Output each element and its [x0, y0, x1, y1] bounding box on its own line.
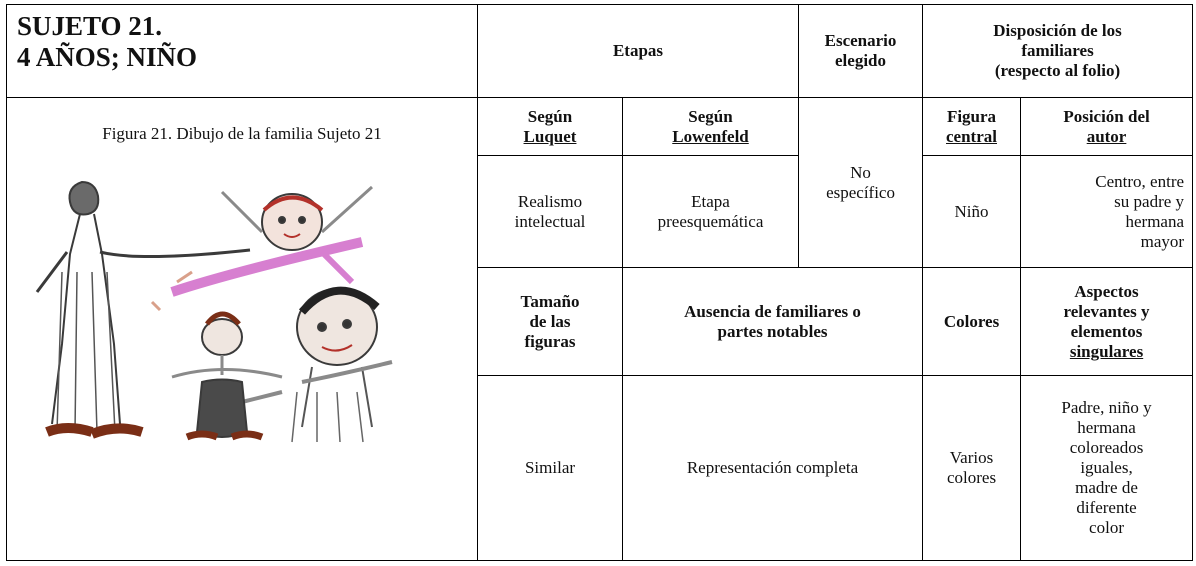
family-drawing — [22, 152, 462, 462]
colores-header: Colores — [922, 267, 1022, 376]
figure-caption: Figura 21. Dibujo de la familia Sujeto 2… — [102, 124, 382, 143]
lowenfeld-value: Etapa preesquemática — [621, 155, 800, 268]
father-figure — [35, 180, 251, 439]
header-row: SUJETO 21. 4 AÑOS; NIÑO Etapas Escenario… — [6, 4, 1194, 98]
luquet-value: Realismo intelectual — [477, 155, 623, 268]
escenario-value: No específico — [798, 97, 924, 268]
posicion-autor-value: Centro, entre su padre y hermana mayor — [1020, 155, 1194, 268]
figura-central-header: Figura central — [922, 97, 1022, 156]
subject-age-sex: 4 AÑOS; NIÑO — [17, 42, 198, 72]
row-a-values: Realismo intelectual Etapa preesquemátic… — [7, 155, 1194, 268]
row-a-headers: Figura 21. Dibujo de la familia Sujeto 2… — [6, 97, 1194, 561]
subject-id: SUJETO 21. — [17, 11, 163, 41]
lowenfeld-header: Según Lowenfeld — [621, 97, 800, 156]
etapas-header: Etapas — [476, 4, 800, 98]
escenario-header: Escenario elegido — [798, 4, 924, 98]
ausencia-header: Ausencia de familiares o partes notables — [621, 267, 924, 376]
disposicion-header: Disposición de los familiares (respecto … — [922, 4, 1194, 98]
row-b-values: Similar Representación completa Varios c… — [7, 375, 1194, 561]
subject-title: SUJETO 21. 4 AÑOS; NIÑO — [6, 4, 478, 98]
sister-figure — [241, 286, 393, 443]
figure-cell: Figura 21. Dibujo de la familia Sujeto 2… — [6, 97, 478, 561]
posicion-autor-header: Posición del autor — [1020, 97, 1194, 156]
boy-figure — [171, 311, 283, 441]
colores-value: Varios colores — [922, 375, 1022, 561]
figura-central-value: Niño — [922, 155, 1022, 268]
row-b-headers: Tamaño de las figuras Ausencia de famili… — [7, 267, 1194, 376]
aspectos-header: Aspectos relevantes y elementos singular… — [1020, 267, 1194, 376]
mother-figure — [170, 185, 374, 297]
family-drawing-image — [22, 152, 462, 462]
aspectos-value: Padre, niño y hermana coloreados iguales… — [1020, 375, 1194, 561]
tamano-header: Tamaño de las figuras — [477, 267, 623, 376]
luquet-header: Según Luquet — [477, 97, 623, 156]
ausencia-value: Representación completa — [621, 375, 924, 561]
tamano-value: Similar — [477, 375, 623, 561]
subject-sheet-table: SUJETO 21. 4 AÑOS; NIÑO Etapas Escenario… — [6, 4, 1194, 561]
